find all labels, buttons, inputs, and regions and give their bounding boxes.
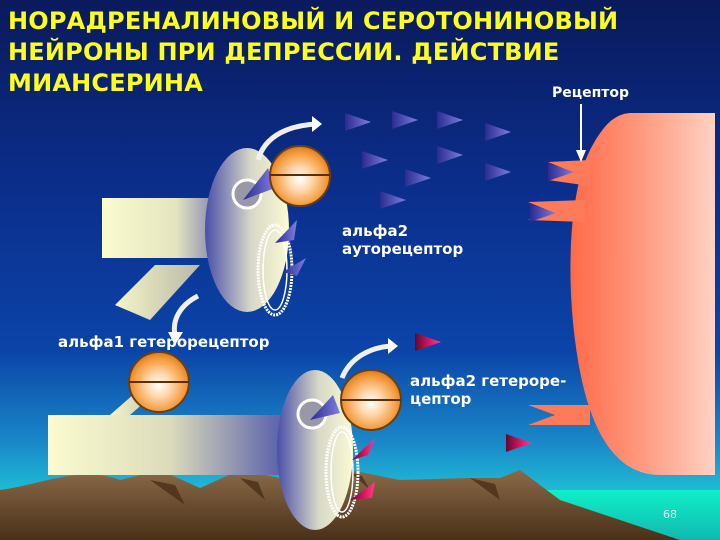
title-line-1: НОРАДРЕНАЛИНОВЫЙ И СЕРОТОНИНОВЫЙ: [8, 7, 619, 35]
page-number: 68: [663, 508, 677, 521]
receptor-label: Рецептор: [552, 85, 630, 101]
alpha2-autoreceptor-label: альфа2 ауторецептор: [342, 222, 463, 258]
alpha2-autoreceptor-line-1: альфа2: [342, 222, 409, 240]
alpha1-heteroreceptor-label: альфа1 гетерорецептор: [58, 333, 270, 351]
alpha2-heteroreceptor-line-2: цептор: [410, 390, 472, 408]
postsynaptic-neuron: [528, 104, 715, 475]
title-line-3: МИАНСЕРИНА: [8, 69, 203, 97]
mianserin-sphere-2: [340, 369, 402, 431]
alpha2-heteroreceptor-line-1: альфа2 гетероре-: [410, 372, 567, 390]
title-line-2: НЕЙРОНЫ ПРИ ДЕПРЕССИИ. ДЕЙСТВИЕ: [8, 38, 560, 66]
receptor-3: [528, 405, 590, 425]
mianserin-sphere-1: [269, 145, 331, 207]
alpha2-heteroreceptor-label: альфа2 гетероре- цептор: [410, 372, 566, 408]
alpha2-autoreceptor-line-2: ауторецептор: [342, 240, 464, 258]
slide-title: НОРАДРЕНАЛИНОВЫЙ И СЕРОТОНИНОВЫЙ НЕЙРОНЫ…: [8, 6, 618, 99]
noradrenergic-neuron: [102, 116, 322, 345]
mianserin-sphere-3: [128, 351, 190, 413]
